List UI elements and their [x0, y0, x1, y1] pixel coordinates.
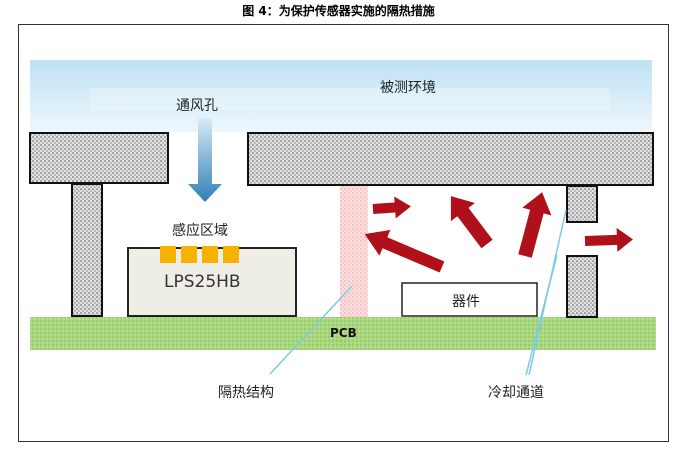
heat-arrow — [372, 196, 411, 219]
right-cover-top — [247, 132, 654, 186]
sensor-pad — [160, 246, 176, 263]
pcb-label: PCB — [330, 326, 357, 340]
heat-arrows — [364, 192, 633, 273]
heat-arrow — [518, 192, 552, 258]
component-label: 器件 — [452, 294, 480, 310]
heat-arrow — [364, 229, 445, 273]
sensor-chip-label: LPS25HB — [164, 272, 241, 292]
sensor-pad — [202, 246, 218, 263]
insulation-label: 隔热结构 — [218, 385, 274, 401]
pcb-board — [30, 317, 656, 350]
right-cover-leg-upper — [566, 185, 598, 223]
component-block — [401, 282, 538, 317]
cooling-pointer-2 — [528, 209, 567, 376]
environment-label: 被测环境 — [380, 80, 436, 96]
figure-frame — [18, 24, 669, 442]
environment-zone — [30, 60, 652, 132]
sensor-pad — [223, 246, 239, 263]
right-cover-leg-lower — [566, 255, 598, 318]
cooling-label: 冷却通道 — [488, 385, 544, 401]
heat-arrow — [584, 227, 633, 252]
vent-label: 通风孔 — [176, 98, 218, 114]
vent-arrow — [188, 118, 222, 202]
insulation-structure — [340, 186, 368, 317]
heat-arrow — [450, 196, 493, 249]
figure-title: 图 4：为保护传感器实施的隔热措施 — [242, 4, 435, 18]
environment-highlight — [90, 88, 610, 110]
insulation-pointer — [269, 285, 353, 375]
sensor-pad — [181, 246, 197, 263]
left-cover-leg — [71, 183, 103, 317]
left-cover-top — [29, 132, 169, 184]
sensing-area-label: 感应区域 — [172, 223, 228, 239]
